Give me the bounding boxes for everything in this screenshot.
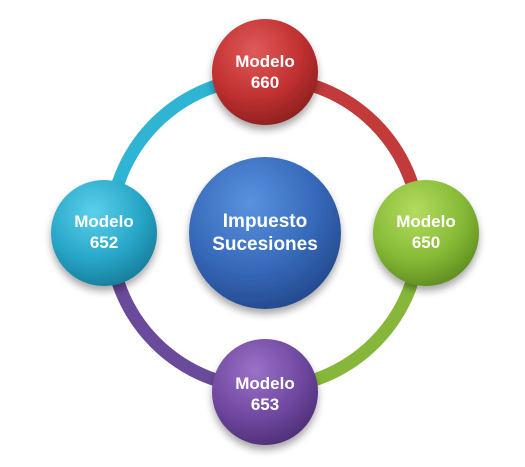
node-bottom-line2: 653	[251, 395, 279, 414]
node-right-line2: 650	[412, 233, 440, 252]
node-left-line1: Modelo	[74, 212, 134, 231]
center-label-line1: Impuesto	[223, 211, 307, 232]
node-top: Modelo 660	[212, 19, 318, 125]
node-top-line1: Modelo	[235, 52, 295, 71]
node-top-line2: 660	[251, 73, 279, 92]
node-bottom-line1: Modelo	[235, 374, 295, 393]
node-bottom: Modelo 653	[212, 339, 318, 445]
node-left: Modelo 652	[51, 180, 157, 286]
center-label-line2: Sucesiones	[212, 234, 318, 255]
center-node: Impuesto Sucesiones	[189, 157, 341, 309]
node-left-line2: 652	[90, 233, 118, 252]
node-right-line1: Modelo	[396, 212, 456, 231]
node-right: Modelo 650	[373, 180, 479, 286]
